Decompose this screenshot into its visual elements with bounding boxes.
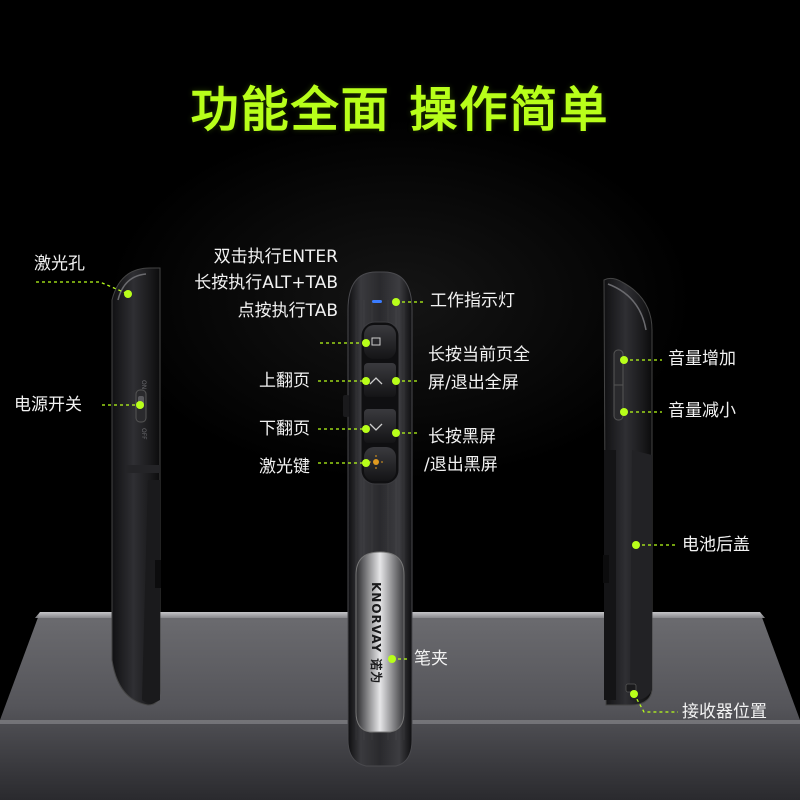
- left-side-view: ON OFF: [111, 267, 161, 706]
- label-laser-key: 激光键: [259, 457, 310, 477]
- laser-button: [364, 447, 396, 481]
- brand-print: KNORVAY 诺为: [369, 582, 384, 684]
- label-blackscreen-1: 长按黑屏: [428, 427, 496, 447]
- label-volume-up: 音量增加: [668, 349, 736, 369]
- label-long-press-alt: 长按执行ALT+TAB: [194, 273, 338, 293]
- label-fullscreen-1: 长按当前页全: [428, 345, 530, 365]
- switch-on-mark: ON: [140, 380, 147, 389]
- label-pen-clip: 笔夹: [414, 649, 448, 669]
- front-view: KNORVAY 诺为: [343, 271, 413, 767]
- label-page-up: 上翻页: [259, 371, 310, 391]
- switch-off-mark: OFF: [140, 428, 147, 440]
- label-power-switch: 电源开关: [14, 395, 82, 415]
- page-up-button: [364, 363, 396, 397]
- label-fullscreen-2: 屏/退出全屏: [428, 373, 519, 393]
- label-blackscreen-2: /退出黑屏: [424, 455, 498, 475]
- label-click-tab: 点按执行TAB: [237, 301, 338, 321]
- label-page-down: 下翻页: [259, 419, 310, 439]
- right-side-view: [603, 277, 653, 706]
- label-double-click: 双击执行ENTER: [213, 247, 338, 267]
- label-battery-cover: 电池后盖: [682, 535, 750, 555]
- label-receiver: 接收器位置: [682, 702, 767, 722]
- indicator-light: [372, 300, 382, 303]
- headline: 功能全面 操作简单: [190, 82, 610, 138]
- label-indicator: 工作指示灯: [430, 291, 515, 311]
- label-volume-down: 音量减小: [668, 401, 736, 421]
- pen-clip: [355, 551, 405, 733]
- label-laser-hole: 激光孔: [34, 254, 85, 274]
